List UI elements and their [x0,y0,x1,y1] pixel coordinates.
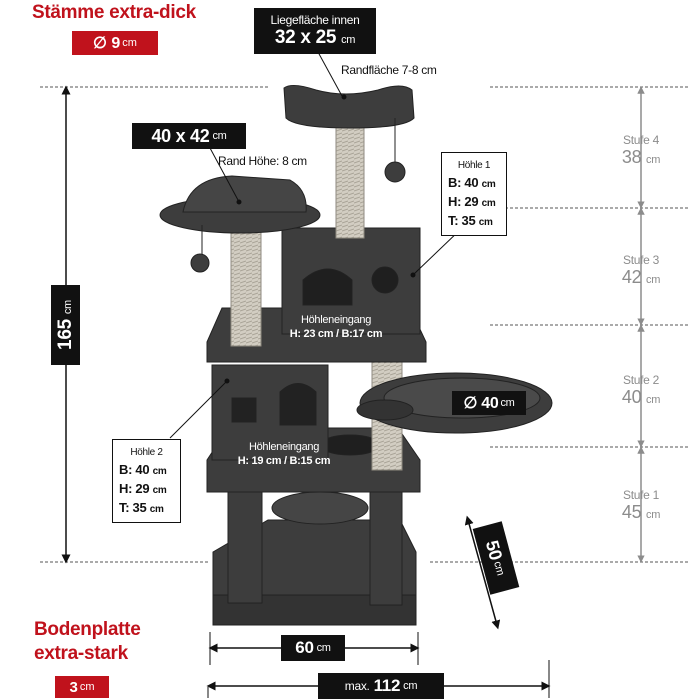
left-platform-value: 40 x 42 [151,125,210,146]
cat-tree [159,84,553,626]
trunk-diameter-unit: cm [122,37,137,49]
height-badge: 165 cm [51,285,80,365]
max-width-unit: cm [403,680,418,692]
depth-arrow [464,515,501,630]
max-width-value: 112 [373,676,401,695]
base-thickness-unit: cm [79,681,95,693]
entrance2-label: Höhleneingang H: 19 cm / B:15 cm [224,440,344,468]
entrance2-dims: H: 19 cm / B:15 cm [237,455,331,467]
base-heading-line2: extra-stark [34,643,128,664]
top-platform-value: 32 x 25 [274,27,337,48]
base-heading: Bodenplatte extra-stark [34,618,141,666]
entrance1-title: Höhleneingang [300,314,372,326]
left-platform-unit: cm [212,130,227,142]
cave2-title: Höhle 2 [130,447,163,458]
bowl-diameter-unit: cm [500,397,515,409]
width-unit: cm [316,642,331,654]
stage-3-value: 42 [621,267,642,287]
stage-3-unit: cm [646,274,661,286]
top-platform-badge: Liegefläche innen 32 x 25 cm [254,8,376,54]
base-thickness-badge: 3 cm [55,676,109,698]
bowl-diameter-value: ∅ 40 [463,395,499,412]
cave1-depth-unit: cm [478,217,493,228]
cave1-depth: T: 35 [448,213,476,228]
stage-4-value: 38 [621,147,642,167]
stage-2-name: Stufe 2 [623,373,659,387]
base-thickness-value: 3 [69,678,78,696]
depth-unit: cm [491,559,507,577]
height-unit: cm [61,300,74,315]
max-width-badge: max. 112 cm [318,673,444,699]
cave1-title: Höhle 1 [457,160,491,171]
entrance1-label: Höhleneingang H: 23 cm / B:17 cm [276,313,396,341]
bowl-diameter-badge: ∅ 40 cm [452,391,526,415]
stage-2: Stufe 2 40 cm [610,373,672,408]
cave1-height: H: 29 [448,194,479,209]
stage-1-name: Stufe 1 [623,488,659,502]
cave2-depth-unit: cm [149,504,164,515]
cave2-width: B: 40 [119,462,150,477]
trunk-diameter-value: ∅ 9 [93,35,121,52]
stage-1-value: 45 [621,502,642,522]
cave1-width: B: 40 [448,175,479,190]
top-platform-caption: Liegefläche innen [270,13,360,27]
cave1-info-box: Höhle 1 B: 40 cm H: 29 cm T: 35 cm [441,152,507,236]
guide-lines [40,86,690,563]
max-width-prefix: max. [344,679,370,693]
entrance1-dims: H: 23 cm / B:17 cm [289,328,383,340]
stage-4-name: Stufe 4 [623,133,659,147]
left-platform-rim: Rand Höhe: 8 cm [218,154,307,168]
base-heading-line1: Bodenplatte [34,619,141,640]
trunk-heading: Stämme extra-dick [32,2,196,23]
stage-2-value: 40 [621,387,642,407]
stage-4-unit: cm [646,154,661,166]
cave1-width-unit: cm [481,179,496,190]
top-platform-rim: Randfläche 7-8 cm [341,63,437,77]
cave2-depth: T: 35 [119,500,147,515]
width-value: 60 [295,638,314,657]
cave2-width-unit: cm [152,466,167,477]
cave2-height-unit: cm [152,485,167,496]
left-platform-badge: 40 x 42 cm [132,123,246,149]
stage-4: Stufe 4 38 cm [610,133,672,168]
cave2-info-box: Höhle 2 B: 40 cm H: 29 cm T: 35 cm [112,439,181,523]
width-badge: 60 cm [281,635,345,661]
depth-value: 50 [482,538,507,563]
stage-3-name: Stufe 3 [623,253,659,267]
stage-1-unit: cm [646,509,661,521]
entrance2-title: Höhleneingang [248,441,320,453]
top-platform-unit: cm [341,34,356,46]
stage-2-unit: cm [646,394,661,406]
cave1-height-unit: cm [481,198,496,209]
cave2-height: H: 29 [119,481,150,496]
stage-1: Stufe 1 45 cm [610,488,672,523]
stage-3: Stufe 3 42 cm [610,253,672,288]
trunk-diameter-badge: ∅ 9 cm [72,31,158,55]
height-value: 165 [54,319,76,350]
